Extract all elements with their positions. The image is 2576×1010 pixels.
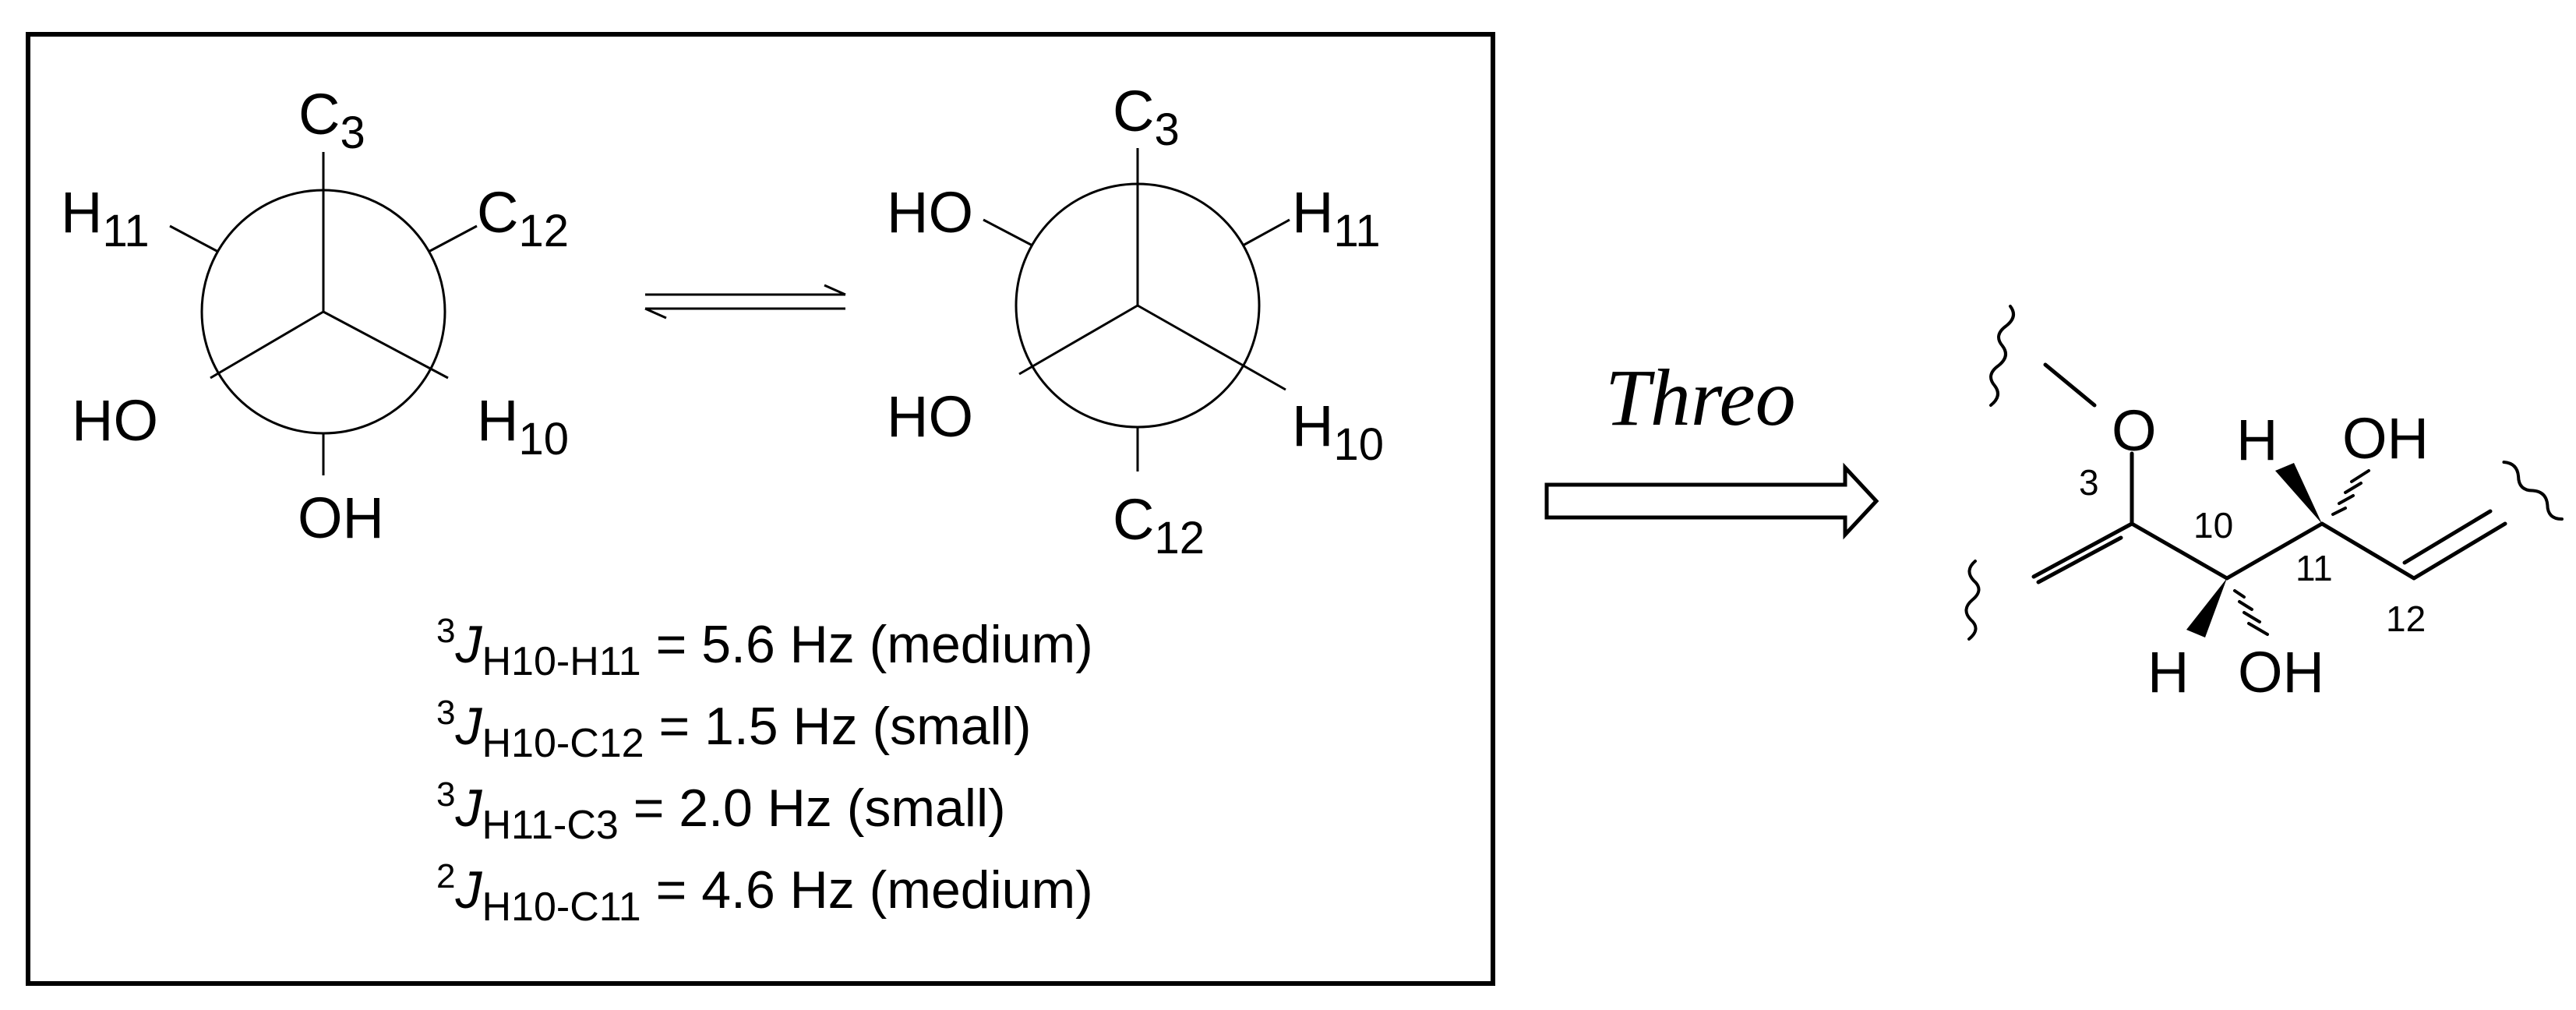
c10-h-label: H	[2147, 640, 2189, 705]
threo-label: Threo	[1605, 353, 1796, 443]
left-back-upper-right-label: C12	[477, 180, 569, 256]
newman-frame	[26, 32, 1495, 986]
wedge-bond-c11-h	[2275, 463, 2322, 524]
threo-arrow	[1544, 462, 1879, 540]
atom-number-11: 11	[2295, 548, 2333, 588]
wavy-bond-lower-left	[1964, 560, 1981, 641]
front-bond-lower-right	[1137, 304, 1286, 391]
left-back-bottom-label: OH	[298, 486, 384, 550]
front-bond-lower-left	[210, 310, 324, 380]
newman-projection-left	[169, 152, 478, 475]
wavy-bond-upper-left	[1989, 305, 2015, 407]
right-front-lower-left-label: HO	[887, 384, 973, 449]
coupling-constants: 3JH10-H11 = 5.6 Hz (medium) 3JH10-C12 = …	[436, 612, 1093, 930]
right-front-lower-right-label: H10	[1292, 394, 1384, 470]
left-back-upper-left-label: H11	[61, 180, 150, 256]
coupling-row-3: 3JH11-C3 = 2.0 Hz (small)	[436, 775, 1006, 848]
skeletal-structure	[1964, 305, 2564, 641]
c11-h-label: H	[2236, 408, 2278, 472]
back-bond-upper-left	[169, 224, 219, 253]
right-back-upper-right-label: H11	[1292, 180, 1381, 256]
coupling-row-2: 3JH10-C12 = 1.5 Hz (small)	[436, 694, 1031, 766]
wavy-bond-right	[2502, 461, 2564, 521]
newman-projection-right	[983, 148, 1290, 471]
left-front-lower-right-label: H10	[477, 388, 569, 464]
right-front-top-label: C3	[1113, 79, 1180, 155]
ether-oxygen-label: O	[2112, 398, 2157, 463]
equilibrium-arrows	[644, 284, 846, 320]
front-bond-lower-right	[323, 310, 449, 380]
coupling-row-1: 3JH10-H11 = 5.6 Hz (medium)	[436, 612, 1093, 684]
back-bond-upper-right	[428, 224, 478, 253]
wedge-bond-c10-h	[2186, 578, 2227, 637]
back-bond-upper-right	[1242, 218, 1290, 247]
back-bond-upper-left	[983, 218, 1033, 247]
c11-oh-label: OH	[2342, 406, 2429, 471]
front-bond-lower-left	[1018, 304, 1138, 376]
left-front-lower-left-label: HO	[72, 388, 158, 453]
right-back-bottom-label: C12	[1113, 487, 1205, 563]
right-back-upper-left-label: HO	[887, 180, 973, 245]
atom-number-12: 12	[2386, 599, 2426, 639]
atom-number-10: 10	[2193, 505, 2233, 546]
coupling-row-4: 2JH10-C11 = 4.6 Hz (medium)	[436, 857, 1093, 930]
c10-oh-label: OH	[2238, 640, 2324, 705]
atom-number-3: 3	[2079, 462, 2099, 503]
left-front-top-label: C3	[298, 82, 365, 158]
